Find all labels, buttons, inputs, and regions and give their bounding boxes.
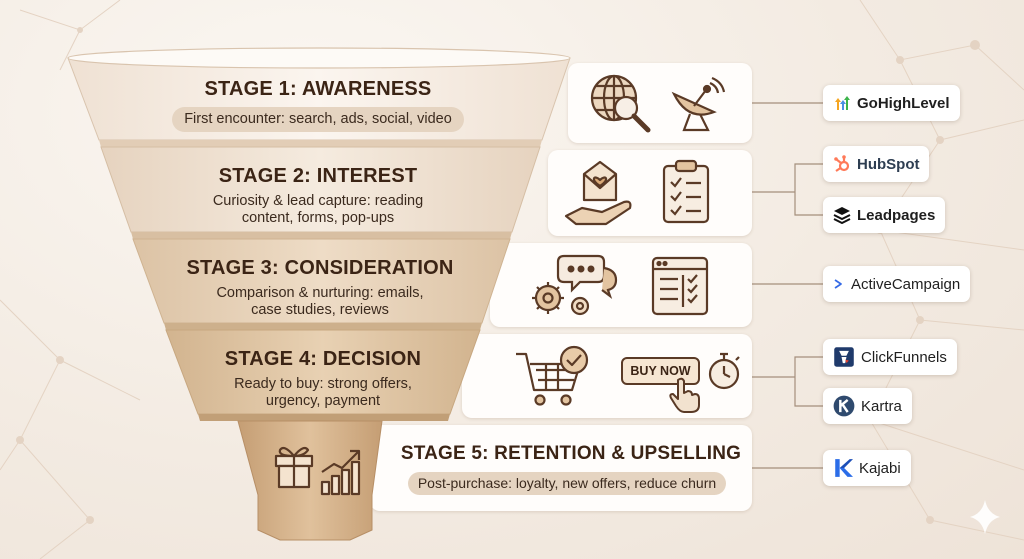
stage5-description: Post-purchase: loyalty, new offers, redu… [382, 472, 752, 495]
stage2-description: Curiosity & lead capture: reading conten… [160, 193, 476, 227]
tool-name-leadpages: Leadpages [857, 206, 936, 224]
stage1-description: First encounter: search, ads, social, vi… [150, 107, 486, 132]
stage2-description-line2: content, forms, pop-ups [241, 210, 395, 226]
gears-chat-icon [532, 254, 618, 316]
gohighlevel-logo-icon [835, 96, 850, 110]
stage3-title: STAGE 3: CONSIDERATION [186, 257, 454, 279]
tool-badge-gohighlevel[interactable]: GoHighLevel [823, 85, 960, 121]
stage4-description-line1: Ready to buy: strong offers, [234, 376, 412, 392]
tool-name-kartra: Kartra [861, 397, 902, 415]
tool-badge-leadpages[interactable]: Leadpages [823, 197, 946, 233]
tool-name-hubspot: HubSpot [857, 155, 920, 173]
satellite-dish-icon [671, 76, 726, 132]
kajabi-logo-icon [835, 459, 853, 477]
funnel-rim [67, 47, 571, 69]
clickfunnels-logo-icon [834, 347, 854, 367]
pointer-hand-icon [669, 377, 700, 413]
checklist-document-icon [651, 256, 709, 316]
sparkle-icon [970, 500, 1000, 534]
shopping-cart-check-icon [516, 345, 589, 406]
stage4-description: Ready to buy: strong offers, urgency, pa… [190, 376, 456, 410]
stage5-description-pill: Post-purchase: loyalty, new offers, redu… [407, 472, 727, 495]
kartra-logo-icon [833, 395, 855, 417]
tool-name-gohighlevel: GoHighLevel [857, 94, 950, 112]
stage3-description: Comparison & nurturing: emails, case stu… [170, 285, 470, 319]
stage3-description-line1: Comparison & nurturing: emails, [216, 285, 424, 301]
stage2-description-line1: Curiosity & lead capture: reading [212, 193, 424, 209]
email-heart-hand-icon [564, 160, 632, 226]
stage5-card [370, 425, 752, 511]
tool-badge-hubspot[interactable]: HubSpot [823, 146, 930, 182]
stage1-title: STAGE 1: AWARENESS [204, 78, 432, 100]
tool-badge-kartra[interactable]: Kartra [823, 388, 912, 424]
stage4-title: STAGE 4: DECISION [224, 348, 422, 370]
stage5-title: STAGE 5: RETENTION & UPSELLING [400, 443, 742, 464]
stage4-description-line2: urgency, payment [265, 393, 381, 409]
globe-search-icon [590, 74, 651, 133]
stage2-title: STAGE 2: INTEREST [218, 165, 418, 187]
stage3-icon-card [490, 243, 752, 327]
stage3-description-line2: case studies, reviews [251, 302, 389, 318]
tool-name-kajabi: Kajabi [859, 459, 901, 477]
tool-badge-activecampaign[interactable]: ActiveCampaign [823, 266, 971, 302]
tool-name-clickfunnels: ClickFunnels [861, 348, 947, 366]
activecampaign-logo-icon [834, 279, 842, 289]
buy-now-button-illustration: BUY NOW [621, 357, 700, 385]
stopwatch-icon [708, 352, 740, 390]
growth-chart-icon [320, 449, 361, 496]
tool-name-activecampaign: ActiveCampaign [851, 275, 961, 293]
tool-badge-kajabi[interactable]: Kajabi [823, 450, 911, 486]
clipboard-checklist-icon [662, 159, 710, 224]
stage4-icon-card [462, 334, 752, 418]
leadpages-logo-icon [833, 207, 851, 224]
hubspot-logo-icon [834, 155, 850, 172]
tool-badge-clickfunnels[interactable]: ClickFunnels [823, 339, 957, 375]
gift-box-icon [274, 446, 314, 489]
stage1-description-pill: First encounter: search, ads, social, vi… [172, 107, 464, 132]
